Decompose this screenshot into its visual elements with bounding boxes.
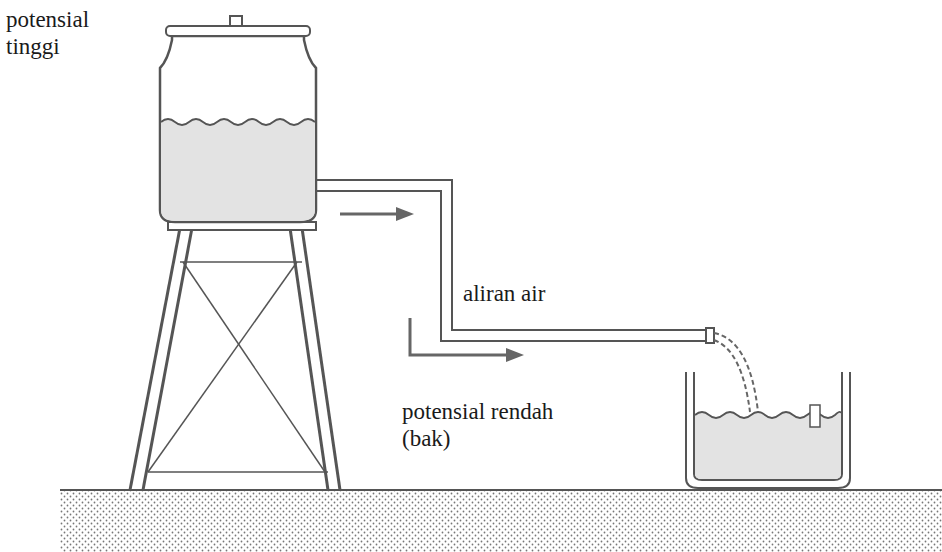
pipe-outer <box>316 180 710 330</box>
bak-inner <box>694 372 842 480</box>
water-stream <box>714 340 750 412</box>
tower-legs <box>130 228 340 490</box>
flow-arrow <box>410 318 524 362</box>
tank-lid <box>166 26 310 36</box>
flow-label: aliran air <box>463 280 663 307</box>
ground <box>60 490 942 552</box>
flow-arrow <box>340 207 414 221</box>
tank-water <box>161 119 315 221</box>
water-surface <box>161 119 315 125</box>
lid-knob <box>230 16 242 26</box>
tank <box>160 36 316 222</box>
high-potential-label: potensial tinggi <box>6 6 106 60</box>
low-potential-label: potensial rendah (bak) <box>402 398 602 452</box>
bak <box>686 372 850 488</box>
pipe-nozzle <box>706 328 714 343</box>
pipe-inner <box>316 191 710 341</box>
ground-line <box>60 489 942 491</box>
water-stream <box>714 333 758 412</box>
cross-bracing <box>148 262 328 472</box>
bak-drain <box>810 405 820 427</box>
